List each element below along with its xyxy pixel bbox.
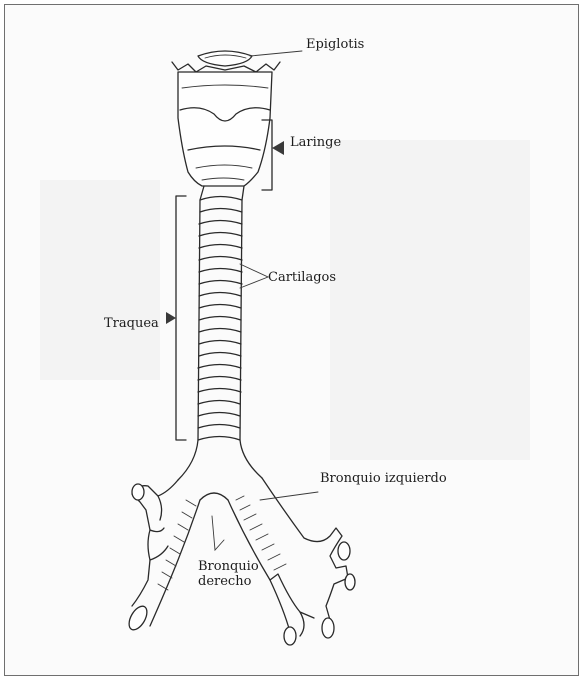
label-bronquio-derecho-line1: Bronquio: [198, 559, 259, 574]
label-cartilagos: Cartilagos: [268, 270, 336, 285]
traquea-arrow: [166, 312, 176, 324]
label-laringe: Laringe: [290, 135, 341, 150]
traquea-bracket: [176, 196, 186, 440]
cartilage-rings: [198, 197, 242, 441]
trachea-shape: [178, 186, 262, 480]
background-texture: [40, 140, 530, 460]
epiglotis-leader: [250, 51, 302, 56]
epiglottis-shape: [172, 51, 280, 72]
label-bronquio-derecho-line2: derecho: [198, 574, 252, 589]
label-bronquio-izquierdo: Bronquio izquierdo: [320, 471, 447, 486]
label-epiglotis: Epiglotis: [306, 37, 364, 52]
laringe-arrow: [272, 141, 284, 155]
bronquio-derecho-leader: [212, 516, 224, 550]
bronquio-izquierdo-leader: [260, 492, 318, 500]
label-traquea: Traquea: [104, 316, 159, 331]
larynx-shape: [178, 72, 272, 186]
cartilagos-leader: [240, 264, 268, 288]
